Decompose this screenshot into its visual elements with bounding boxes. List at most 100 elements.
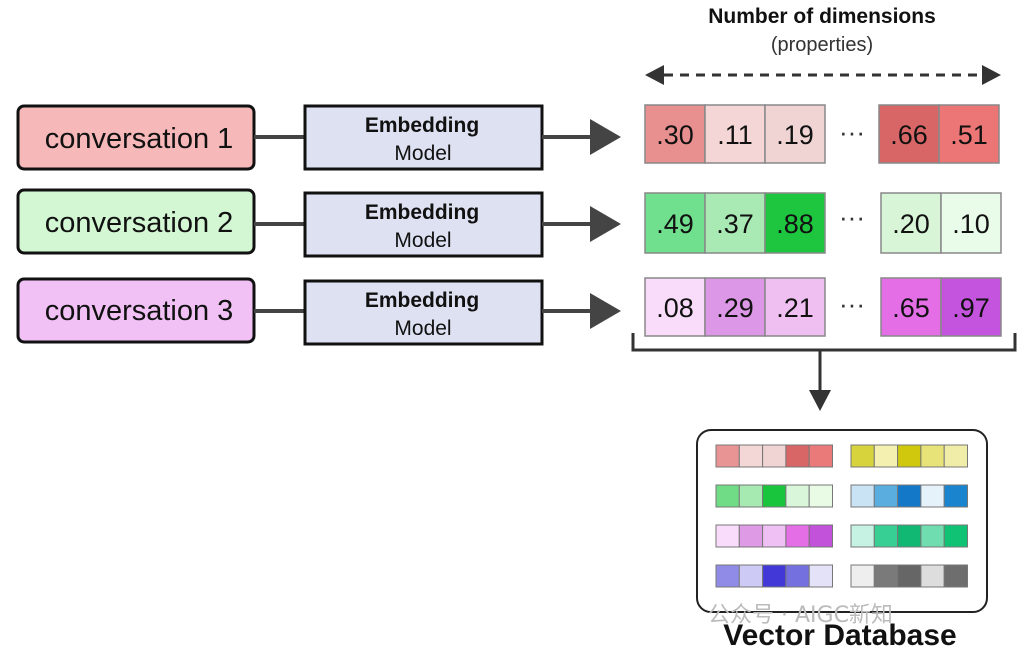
model-label-2: Model (394, 229, 451, 252)
ellipsis: ··· (839, 289, 865, 319)
database-vector-cell (920, 484, 945, 508)
arrow-right-icon (542, 293, 621, 329)
database-vector-cell (738, 564, 764, 588)
database-vector-cell (808, 484, 834, 508)
vector-value: .51 (950, 120, 988, 150)
vector-database (696, 429, 988, 613)
vector-cell (938, 104, 1000, 164)
vector-value: .37 (716, 209, 754, 239)
embedding-label-2: Embedding (365, 201, 479, 224)
conversation-box-2 (16, 188, 256, 255)
row-conversation-2: conversation 2 Embedding Model .49 .37 .… (16, 188, 1002, 258)
database-vector-cell (943, 524, 969, 548)
database-vector-cell (715, 444, 740, 468)
database-vector (715, 444, 834, 468)
row-conversation-1: conversation 1 Embedding Model .30 .11 .… (16, 104, 1000, 171)
vector-value: .11 (717, 120, 753, 150)
row-conversation-3: conversation 3 Embedding Model .08 .29 .… (16, 277, 1002, 346)
vector-row-1: .30 .11 .19 ··· .66 .51 (644, 104, 1000, 164)
database-title: Vector Database (723, 619, 956, 652)
vector-row-3: .08 .29 .21 ··· .65 .97 (644, 277, 1002, 337)
database-vector-cell (850, 444, 875, 468)
database-vector-cell (762, 564, 787, 588)
model-label-3: Model (394, 317, 451, 340)
arrow-down-icon (809, 350, 831, 411)
database-vector (850, 484, 969, 508)
database-vector-cell (762, 444, 787, 468)
embedding-label-3: Embedding (365, 289, 479, 312)
vector-cell (644, 192, 706, 254)
database-vector-cell (785, 444, 810, 468)
vector-value: .08 (656, 293, 694, 323)
database-vector-cell (943, 444, 969, 468)
arrow-right-icon (542, 206, 621, 242)
database-vector-cell (897, 444, 922, 468)
arrow-right-icon (542, 119, 621, 155)
database-vector-cell (808, 564, 834, 588)
vector-value: .29 (716, 293, 754, 323)
database-vector (850, 564, 969, 588)
database-vector-cell (873, 444, 899, 468)
database-vector-cell (715, 564, 740, 588)
database-vector-cell (897, 484, 922, 508)
vector-value: .49 (656, 209, 694, 239)
model-label-1: Model (394, 142, 451, 165)
vector-cell (704, 104, 766, 164)
bracket (631, 333, 1017, 352)
database-vector-cell (873, 524, 899, 548)
embedding-model-box-2 (303, 191, 544, 258)
database-vector-cell (715, 524, 740, 548)
vector-value: .20 (892, 209, 930, 239)
vector-cell (764, 192, 826, 254)
database-vector-cell (738, 444, 764, 468)
database-vector-cell (785, 484, 810, 508)
vector-cell (878, 104, 940, 164)
database-vector-cell (850, 564, 875, 588)
vector-value: .88 (776, 209, 814, 239)
database-vector-cell (873, 564, 899, 588)
dimensions-title: Number of dimensions (708, 5, 936, 28)
vector-cell (644, 277, 706, 337)
vector-value: .10 (952, 209, 990, 239)
dimensions-subtitle: (properties) (771, 34, 873, 56)
database-vector-cell (715, 484, 740, 508)
vector-value: .30 (656, 120, 694, 150)
database-vector-cell (920, 564, 945, 588)
database-vector (715, 484, 834, 508)
embedding-label-1: Embedding (365, 114, 479, 137)
database-vector-cell (897, 564, 922, 588)
database-vector-cell (897, 524, 922, 548)
database-vector-cell (808, 524, 834, 548)
vector-value: .21 (776, 293, 814, 323)
vector-cell (764, 277, 826, 337)
vector-cell (764, 104, 826, 164)
embedding-model-box-1 (303, 104, 544, 171)
ellipsis: ··· (839, 117, 865, 147)
vector-row-2: .49 .37 .88 ··· .20 .10 (644, 192, 1002, 254)
database-vector-cell (943, 564, 969, 588)
database-vector-cell (762, 484, 787, 508)
vector-value: .66 (890, 120, 928, 150)
database-vector (850, 444, 969, 468)
database-grids (715, 444, 969, 588)
conversation-label-3: conversation 3 (45, 295, 234, 327)
vector-value: .19 (776, 120, 814, 150)
ellipsis: ··· (839, 202, 865, 232)
database-vector-cell (808, 444, 834, 468)
database-vector-cell (738, 484, 764, 508)
database-vector-cell (920, 444, 945, 468)
database-vector-cell (738, 524, 764, 548)
vector-cell (704, 277, 766, 337)
database-vector-cell (762, 524, 787, 548)
database-vector (715, 524, 834, 548)
database-vector-cell (785, 564, 810, 588)
dimensions-arrow (645, 65, 1001, 85)
database-vector-cell (920, 524, 945, 548)
vector-cell (940, 192, 1002, 254)
vector-cell (880, 277, 942, 337)
vector-cell (940, 277, 1002, 337)
database-vector-cell (850, 484, 875, 508)
conversation-label-2: conversation 2 (45, 207, 234, 239)
vector-value: .97 (952, 293, 990, 323)
